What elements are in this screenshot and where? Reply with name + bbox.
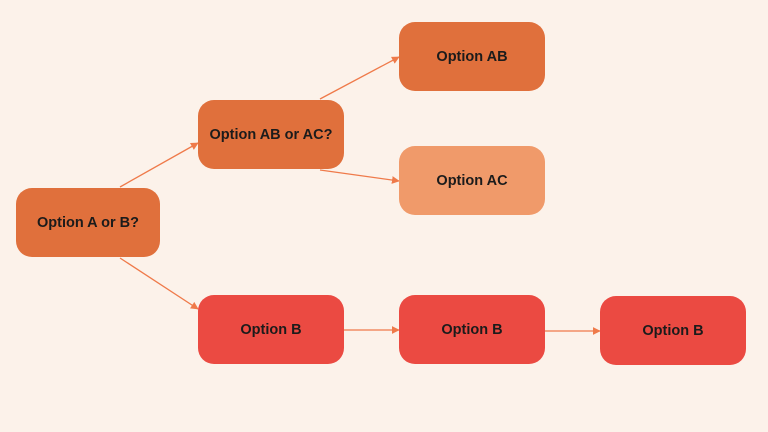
node-label: Option B — [642, 322, 704, 339]
node-label: Option B — [441, 321, 503, 338]
arrow-a-or-b-to-option-b — [119, 257, 199, 310]
node-option-b-3: Option B — [600, 296, 746, 365]
node-option-a-or-b: Option A or B? — [16, 188, 160, 257]
arrow-ab-or-ac-to-option-ab — [319, 56, 400, 100]
node-option-ac: Option AC — [399, 146, 545, 215]
node-label: Option AC — [436, 172, 508, 189]
node-option-b-2: Option B — [399, 295, 545, 364]
arrow-ab-or-ac-to-option-ac — [319, 169, 400, 184]
arrow-a-or-b-to-ab-or-ac — [119, 142, 199, 188]
node-option-ab: Option AB — [399, 22, 545, 91]
node-label: Option A or B? — [36, 214, 140, 231]
node-label: Option B — [240, 321, 302, 338]
node-label: Option AB or AC? — [209, 126, 333, 143]
node-option-ab-or-ac: Option AB or AC? — [198, 100, 344, 169]
node-label: Option AB — [436, 48, 508, 65]
node-option-b-1: Option B — [198, 295, 344, 364]
